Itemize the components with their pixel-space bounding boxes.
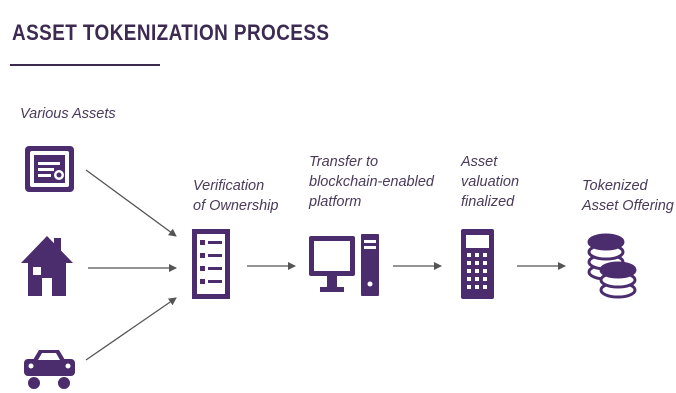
computer-icon [309,234,379,296]
offering-label: Tokenized Asset Offering [582,178,674,214]
car-icon [24,350,75,389]
title-underline [10,64,160,66]
certificate-icon [25,146,74,192]
checklist-icon [192,229,230,299]
arrow-certificate-to-verification [85,169,177,237]
transfer-label: Transfer to blockchain-enabled platform [309,154,434,210]
arrow-car-to-verification [85,297,177,361]
verification-label: Verification of Ownership [193,178,279,214]
coins-icon [587,233,637,299]
calculator-icon [461,229,494,299]
valuation-label: Asset valuation finalized [461,154,520,210]
page-title: ASSET TOKENIZATION PROCESS [12,20,330,45]
various-assets-label: Various Assets [20,106,116,122]
house-icon [21,236,73,296]
